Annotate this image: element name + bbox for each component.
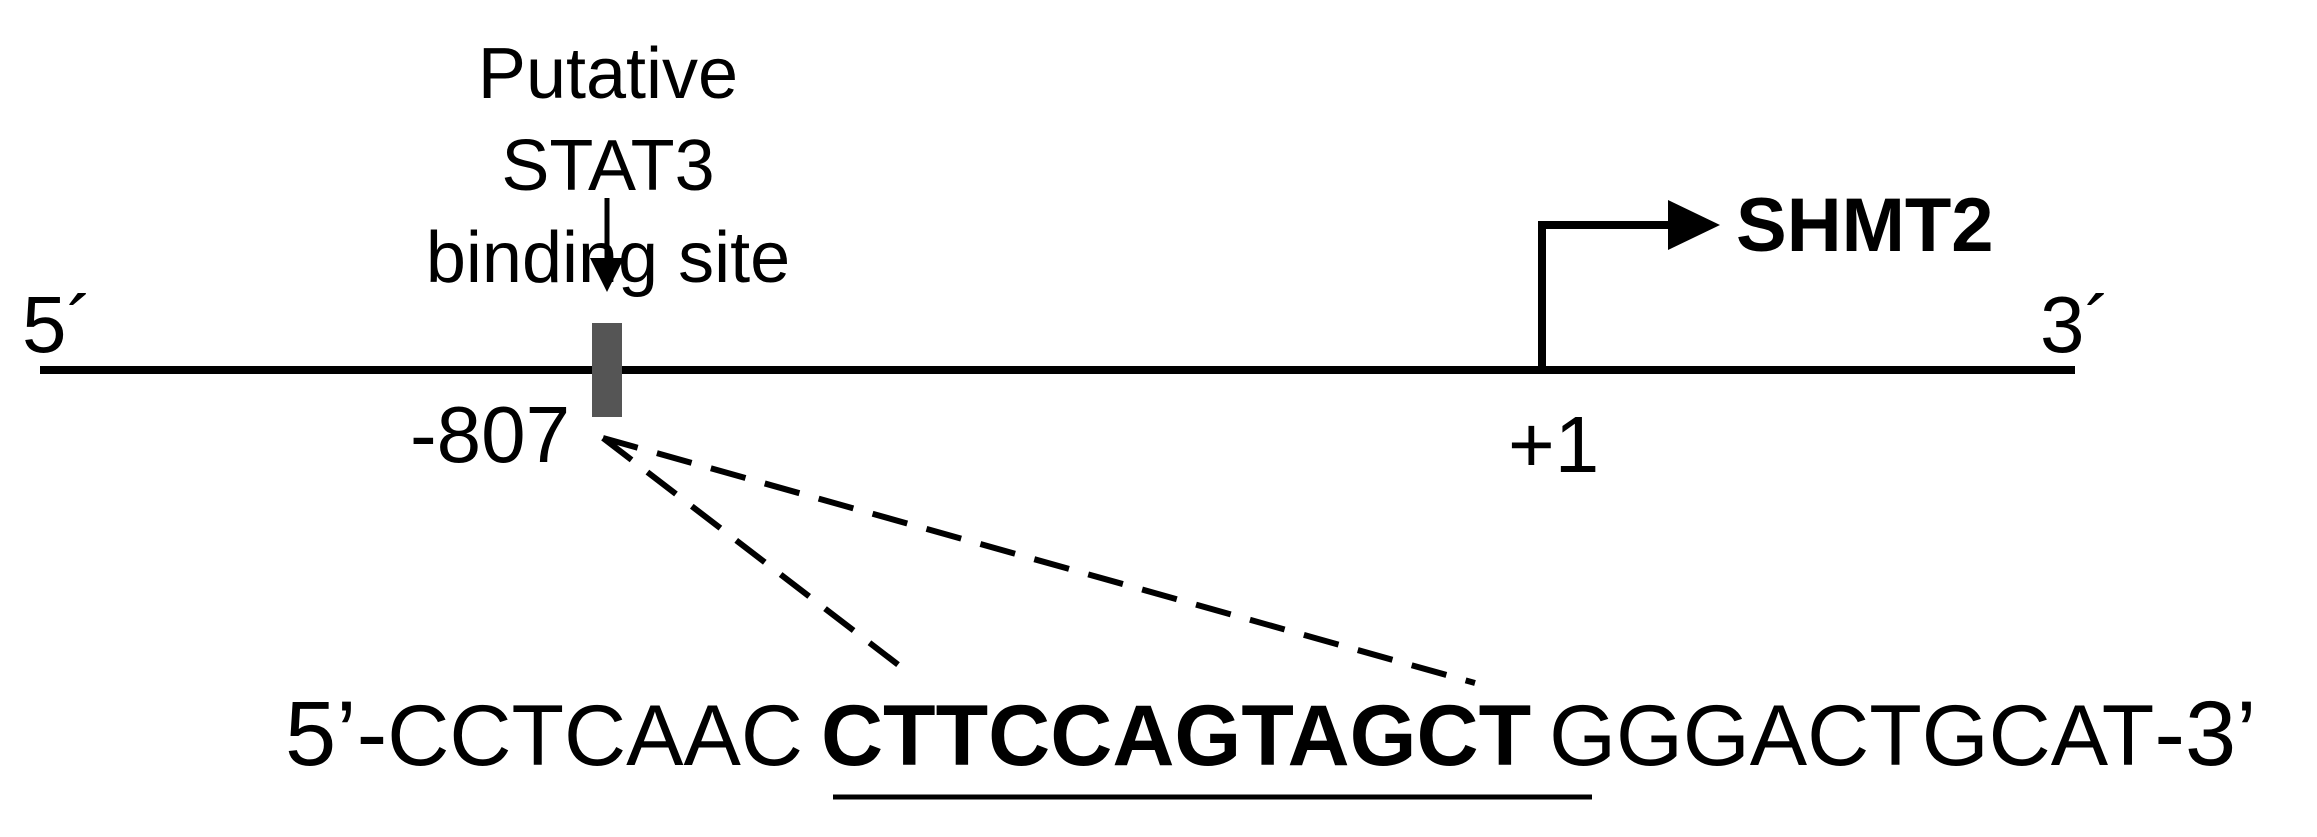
- binding-site-position-label: -807: [410, 390, 571, 479]
- sequence-downstream: GGGACTGCAT: [1549, 688, 2155, 784]
- tss-arrow-head: [1668, 200, 1720, 250]
- sequence-motif: CTTCCAGTAGCT: [820, 688, 1532, 784]
- binding-site-box: [592, 323, 622, 417]
- five-prime-end-label: 5´: [22, 280, 94, 369]
- gene-name-label: SHMT2: [1736, 183, 1994, 268]
- binding-site-arrow-head: [590, 258, 624, 292]
- tss-position-label: +1: [1508, 400, 1600, 489]
- binding-site-label: Putative STAT3 binding site: [425, 34, 791, 298]
- sequence-five-prime: 5’-: [285, 683, 388, 785]
- three-prime-end-label: 3´: [2040, 280, 2112, 369]
- zoom-dashed-line-right: [602, 435, 1476, 686]
- tss-bent-arrow: [1538, 221, 1675, 370]
- zoom-dashed-line-left: [601, 435, 907, 673]
- sequence-three-prime: -3’: [2154, 683, 2257, 785]
- sequence-upstream: CCTCAAC: [387, 688, 803, 784]
